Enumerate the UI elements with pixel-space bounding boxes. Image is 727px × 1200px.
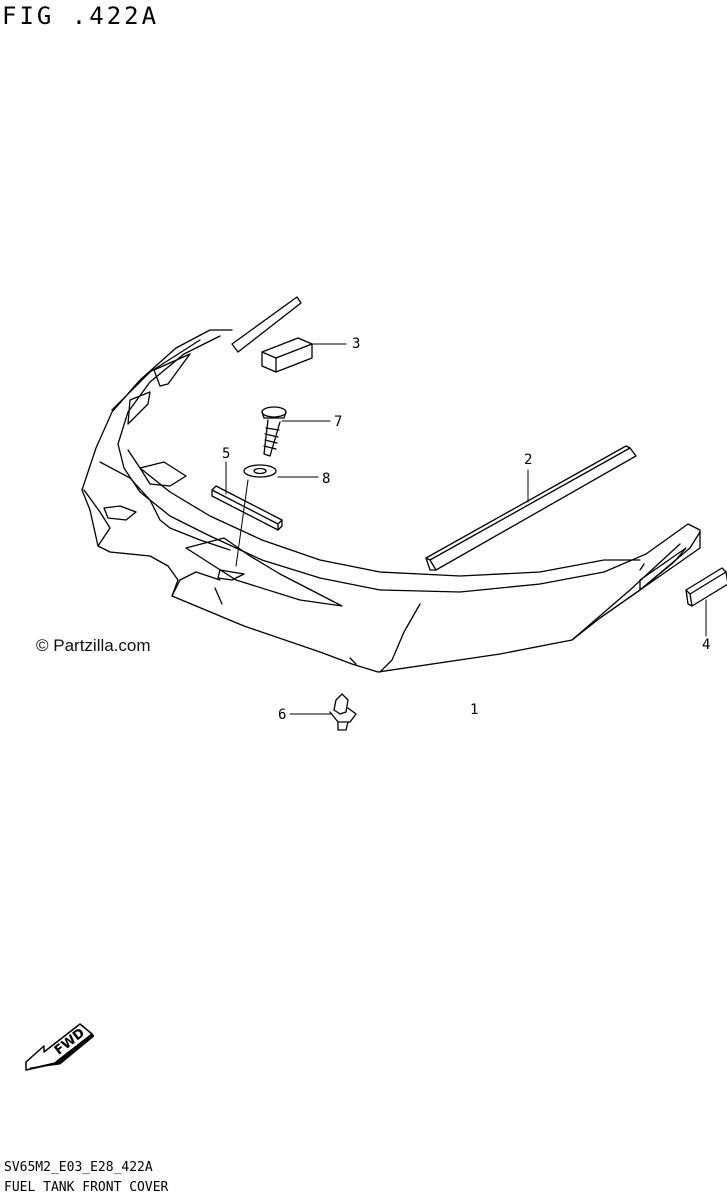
strip-cushion-part (425, 445, 637, 571)
callout-3: 3 (352, 336, 360, 352)
block-cushion-part (261, 337, 313, 373)
callout-5: 5 (222, 446, 230, 462)
diagram-caption: FUEL TANK FRONT COVER (4, 1180, 169, 1195)
callout-6: 6 (278, 707, 286, 723)
short-cushion-part (211, 485, 283, 531)
callout-2: 2 (524, 452, 532, 468)
figure-title: FIG .422A (2, 2, 160, 30)
bolt-part (261, 406, 287, 457)
diagram-code: SV65M2_E03_E28_422A (4, 1160, 153, 1175)
washer-part (243, 464, 277, 478)
callout-7: 7 (334, 414, 342, 430)
front-cover-part (81, 296, 701, 673)
clip-part (329, 693, 357, 731)
callout-1: 1 (470, 702, 478, 718)
fwd-arrow-icon: FWD (25, 1023, 94, 1071)
callout-4: 4 (702, 637, 710, 653)
watermark: © Partzilla.com (36, 636, 151, 655)
callout-8: 8 (322, 471, 330, 487)
